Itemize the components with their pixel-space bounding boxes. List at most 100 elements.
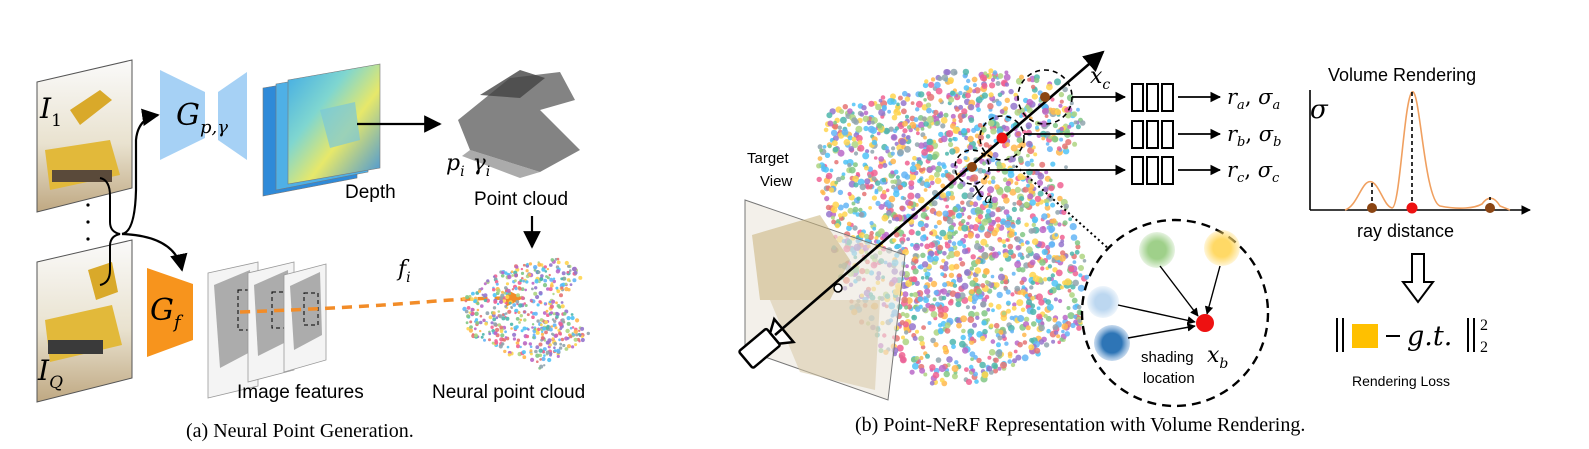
cloud-point (932, 115, 940, 123)
cloud-point (488, 315, 493, 320)
cloud-point (981, 83, 988, 89)
cloud-point (995, 207, 1001, 213)
cloud-point (555, 301, 558, 305)
cloud-point (940, 288, 948, 295)
cloud-point (840, 175, 846, 181)
cloud-point (998, 273, 1005, 281)
cloud-point (905, 213, 911, 219)
cloud-point (905, 114, 909, 119)
cloud-point (997, 73, 1004, 79)
cloud-point (966, 221, 970, 226)
xb-subscript: b (1219, 356, 1228, 372)
cloud-point (968, 224, 974, 230)
cloud-point (837, 125, 842, 130)
cloud-point (855, 125, 863, 133)
cloud-point (1023, 316, 1030, 322)
cloud-point (578, 329, 581, 332)
cloud-point (1038, 299, 1045, 306)
cloud-point (549, 352, 553, 356)
cloud-point (938, 131, 944, 138)
cloud-point (866, 120, 872, 126)
output-b-r-sub: b (1237, 135, 1245, 150)
cloud-point (569, 326, 573, 330)
cloud-point (1017, 290, 1022, 295)
cloud-point (969, 289, 975, 295)
cloud-point (920, 276, 925, 280)
cloud-point (996, 342, 1001, 348)
cloud-point (968, 310, 975, 318)
cloud-point (501, 313, 505, 317)
cloud-point (979, 361, 986, 369)
cloud-point (837, 149, 845, 157)
cloud-point (1059, 126, 1064, 131)
cloud-point (507, 353, 512, 357)
cloud-point (885, 148, 890, 154)
cloud-point (470, 307, 475, 312)
cloud-point (539, 318, 544, 322)
cloud-point (911, 276, 918, 283)
cloud-point (1019, 74, 1024, 80)
cloud-point (1029, 303, 1036, 309)
cloud-point (519, 279, 523, 283)
cloud-point (904, 96, 911, 102)
cloud-point (874, 180, 881, 186)
cloud-point (558, 322, 563, 327)
cloud-point (852, 162, 858, 168)
cloud-point (937, 323, 943, 328)
cloud-point (913, 259, 919, 264)
depth-label: Depth (345, 182, 396, 203)
cloud-point (990, 77, 996, 82)
cloud-point (991, 308, 995, 313)
cloud-point (494, 340, 499, 345)
cloud-point (571, 266, 577, 272)
cloud-point (530, 300, 533, 303)
cloud-point (943, 69, 950, 76)
cloud-point (578, 275, 583, 280)
cloud-point (961, 248, 969, 255)
cloud-point (515, 341, 520, 345)
cloud-point (1057, 182, 1064, 189)
cloud-point (923, 121, 929, 127)
target-view-line2: View (760, 173, 792, 190)
cloud-point (873, 156, 878, 160)
cloud-point (923, 372, 928, 377)
cloud-point (936, 219, 942, 226)
cloud-point (923, 181, 931, 188)
cloud-point (559, 332, 562, 336)
mlp-block-b (1131, 120, 1174, 149)
cloud-point (543, 339, 547, 342)
cloud-point (964, 367, 969, 372)
cloud-point (1002, 177, 1008, 182)
cloud-point (914, 306, 921, 312)
cloud-point (948, 246, 954, 253)
cloud-point (504, 286, 508, 290)
cloud-point (989, 82, 996, 89)
cloud-point (1024, 201, 1030, 207)
cloud-point (505, 294, 510, 300)
cloud-point (985, 134, 991, 139)
cloud-point (549, 277, 554, 282)
cloud-point (533, 265, 538, 270)
cloud-point (883, 127, 890, 135)
cloud-point (510, 306, 513, 310)
cloud-point (937, 76, 943, 82)
cloud-point (523, 302, 526, 305)
cloud-point (990, 202, 998, 210)
cloud-point (1011, 305, 1017, 311)
cloud-point (535, 345, 540, 350)
cloud-point (992, 368, 999, 374)
cloud-point (1047, 264, 1053, 269)
cloud-point (977, 214, 984, 220)
cloud-point (842, 211, 848, 217)
cloud-point (925, 102, 932, 108)
loss-superscript: 2 (1480, 317, 1488, 334)
cloud-point (515, 317, 520, 321)
cloud-point (1012, 164, 1016, 169)
cloud-point (966, 78, 971, 84)
cloud-point (1002, 252, 1009, 259)
cloud-point (996, 188, 1004, 196)
cloud-point (847, 108, 853, 114)
cloud-point (1056, 129, 1061, 134)
cloud-point (554, 311, 559, 316)
